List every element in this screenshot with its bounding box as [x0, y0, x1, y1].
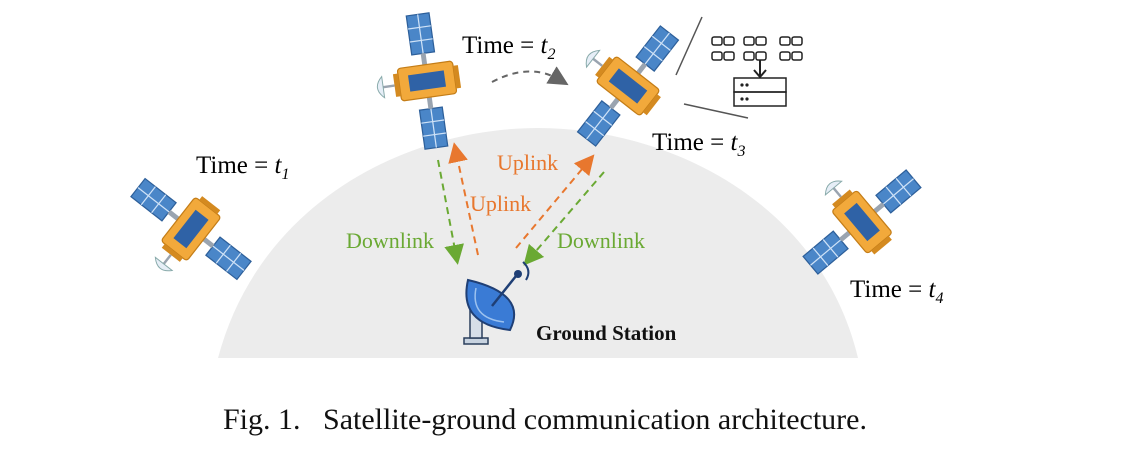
uplink-left-arrow	[448, 142, 479, 256]
ground-station-dish-icon	[463, 261, 530, 345]
figure-number: Fig. 1.	[222, 403, 301, 436]
satellite-t1-icon	[105, 160, 266, 312]
time-label-t4: Time = t4	[850, 276, 943, 307]
time-label-t3: Time = t3	[652, 129, 745, 160]
server-inset-icon	[675, 16, 803, 119]
earth-dome	[218, 128, 858, 358]
time-label-t1: Time = t1	[196, 152, 289, 183]
uplink-label-left: Uplink	[470, 191, 531, 216]
downlink-left-arrow	[437, 159, 464, 265]
ground-station-label: Ground Station	[536, 321, 677, 345]
orbit-motion-arrow	[491, 66, 569, 86]
downlink-label-left: Downlink	[346, 228, 434, 253]
uplink-right-arrow	[515, 154, 595, 249]
uplink-label-right: Uplink	[497, 150, 558, 175]
figure-caption-text: Satellite-ground communication architect…	[323, 403, 867, 436]
downlink-label-right: Downlink	[557, 228, 645, 253]
time-label-t2: Time = t2	[462, 32, 555, 63]
figure-caption: Fig. 1. Satellite-ground communication a…	[0, 403, 1090, 437]
satellite-t2-icon	[366, 8, 471, 156]
downlink-right-arrow	[523, 171, 605, 266]
